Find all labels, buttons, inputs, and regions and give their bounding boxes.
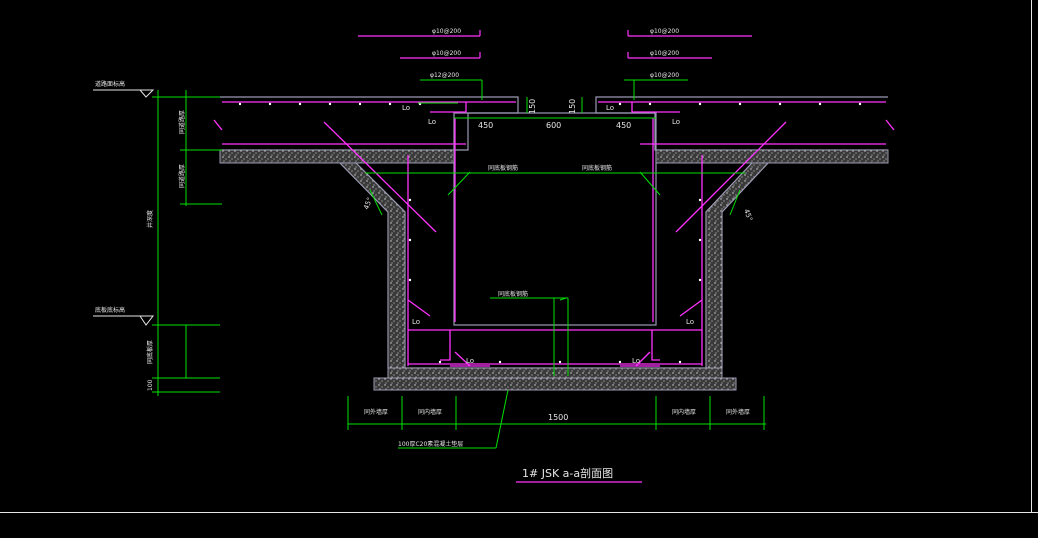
note-bottom-elev: 底板底标高 <box>95 306 125 314</box>
note-texts: 道路面标高 底板底标高 同道路厚 同道路厚 井深度 同底板厚 同底板钢筋 同底板… <box>95 80 750 448</box>
note-bottom-dim-4: 同内墙厚 <box>672 408 696 416</box>
note-depth-total: 井深度 <box>146 210 154 228</box>
note-base-rebar: 同底板钢筋 <box>498 290 528 298</box>
elevation-markers <box>93 89 155 326</box>
lap-label: Lo <box>466 357 474 365</box>
dim-opening-center: 600 <box>546 121 561 130</box>
rebar-lines <box>213 101 895 367</box>
viewport-bottom-border <box>0 512 1038 513</box>
cushion-left-wall <box>338 162 406 369</box>
base-slab <box>387 367 723 379</box>
note-bottom-dim-1: 同外墙厚 <box>364 408 388 416</box>
note-cushion-thickness: 同道路厚 <box>178 164 186 188</box>
chamber-outline <box>453 112 657 326</box>
lap-label: Lo <box>686 318 694 326</box>
slab-right-outline <box>595 96 888 151</box>
rebar-label-left-low: φ12@200 <box>430 72 459 79</box>
lap-label: Lo <box>402 104 410 112</box>
viewport-right-border <box>1031 0 1032 512</box>
drawing-title: 1# JSK a-a剖面图 <box>522 466 613 480</box>
rebar-dots <box>238 102 862 364</box>
note-slab-thickness: 同道路厚 <box>178 110 186 134</box>
note-wall-rebar-right: 同底板钢筋 <box>582 164 612 172</box>
dim-base-width: 1500 <box>548 413 568 422</box>
note-cushion: 100厚C20素混凝土垫层 <box>398 440 463 448</box>
note-base-thickness: 同底板厚 <box>146 340 154 364</box>
rebar-label-right-low: φ10@200 <box>650 72 679 79</box>
cushion-right <box>655 149 889 369</box>
rebar-label-leaders <box>358 30 752 483</box>
dimension-lines <box>152 79 766 449</box>
cushion-left <box>219 149 455 369</box>
rebar-label-left-mid: φ10@200 <box>432 50 461 57</box>
lap-labels: Lo Lo Lo Lo Lo Lo Lo Lo <box>402 104 694 365</box>
dim-angle-right: 45° <box>742 208 754 222</box>
slab-left-outline <box>220 96 519 151</box>
lap-label: Lo <box>672 118 680 126</box>
dim-left-small: 100 <box>147 379 154 391</box>
rebar-label-right-mid: φ10@200 <box>650 50 679 57</box>
dimension-texts: 450 600 450 150 150 1500 100 45° 45° <box>147 99 754 422</box>
lap-label: Lo <box>412 318 420 326</box>
rebar-label-left-top: φ10@200 <box>432 28 461 35</box>
rebar-annotation-labels: φ10@200 φ10@200 φ12@200 φ10@200 φ10@200 … <box>430 28 679 79</box>
rebar-label-right-top: φ10@200 <box>650 28 679 35</box>
lap-label: Lo <box>632 357 640 365</box>
cushion-layers <box>219 149 889 391</box>
dim-opening-left: 450 <box>478 121 493 130</box>
note-bottom-dim-2: 同内墙厚 <box>418 408 442 416</box>
cushion-right-wall <box>705 162 770 369</box>
dim-slab-step-right: 150 <box>568 99 577 114</box>
dim-angle-left: 45° <box>362 196 374 210</box>
note-bottom-dim-5: 同外墙厚 <box>726 408 750 416</box>
note-slab-top-elev: 道路面标高 <box>95 80 125 88</box>
lap-label: Lo <box>428 118 436 126</box>
lap-label: Lo <box>606 104 614 112</box>
note-wall-rebar-left: 同底板钢筋 <box>488 164 518 172</box>
dim-opening-right: 450 <box>616 121 631 130</box>
dim-slab-step: 150 <box>528 99 537 114</box>
base-cushion <box>373 377 737 391</box>
